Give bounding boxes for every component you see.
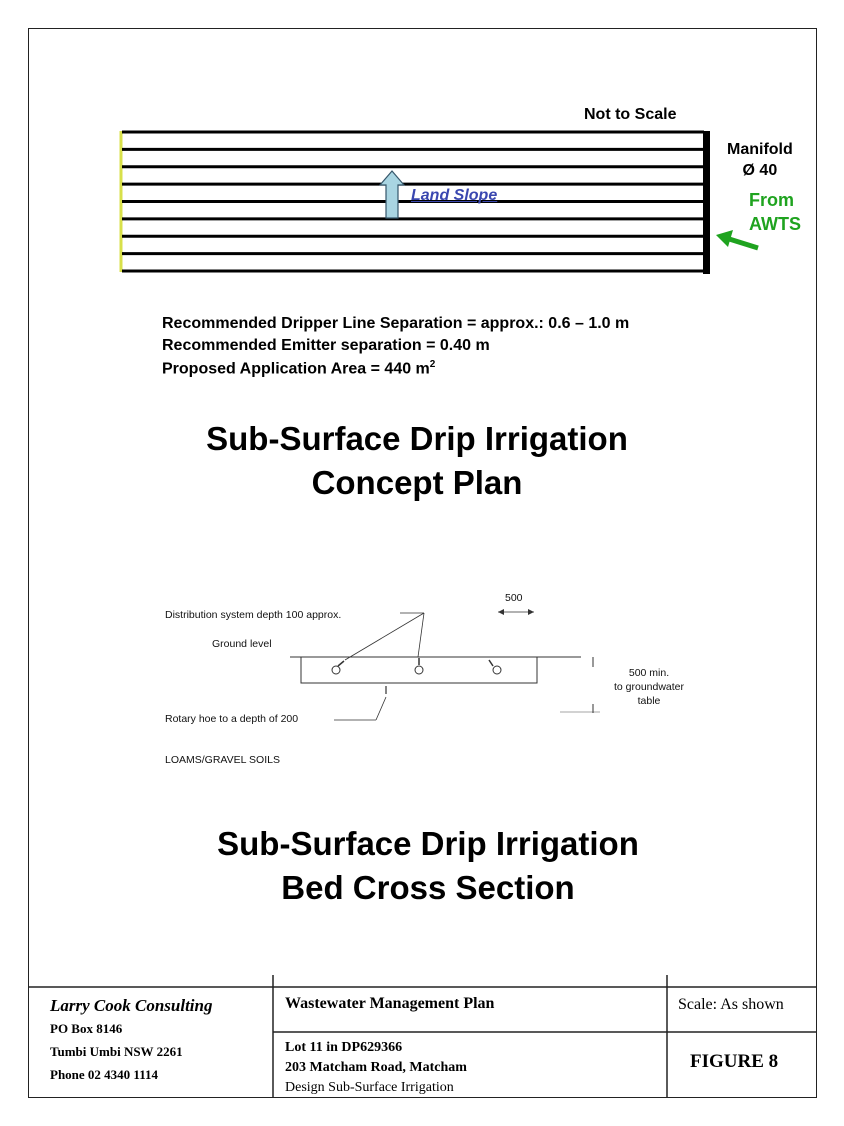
- dripper-pipe: [331, 665, 341, 675]
- design-description: Design Sub-Surface Irrigation: [285, 1080, 454, 1095]
- inlet-arrow: [716, 230, 759, 251]
- concept-title-line2: Concept Plan: [311, 464, 523, 501]
- groundwater-note: 500 min. to groundwater table: [608, 666, 690, 708]
- section-title-line1: Sub-Surface Drip Irrigation: [217, 825, 639, 862]
- cross-section-diagram: [290, 609, 600, 721]
- soil-type-label: LOAMS/GRAVEL SOILS: [165, 754, 280, 766]
- lot-details: Lot 11 in DP629366: [285, 1040, 403, 1055]
- section-title-line2: Bed Cross Section: [281, 869, 575, 906]
- awts-text: AWTS: [749, 214, 801, 234]
- area-unit-superscript: 2: [429, 359, 436, 370]
- site-address: 203 Matcham Road, Matcham: [285, 1060, 467, 1075]
- emitter-separation: Recommended Emitter separation = 0.40 m: [162, 337, 490, 354]
- dripper-pipe: [414, 665, 424, 675]
- title-block-grid: [28, 975, 817, 1098]
- dripper-tick: [488, 659, 494, 667]
- figure-number: FIGURE 8: [690, 1051, 779, 1072]
- manifold-label: Manifold Ø 40: [727, 139, 793, 181]
- company-locality: Tumbi Umbi NSW 2261: [50, 1044, 183, 1059]
- not-to-scale-note: Not to Scale: [584, 106, 677, 123]
- manifold-diameter: Ø 40: [742, 162, 778, 179]
- dripper-tick: [337, 660, 345, 667]
- drawing-frame: [28, 28, 817, 1098]
- leader-line: [417, 612, 425, 658]
- groundwater-note-line1: 500 min.: [628, 667, 670, 679]
- land-slope-arrow: [378, 170, 406, 219]
- distribution-depth-label: Distribution system depth 100 approx.: [165, 609, 342, 621]
- source-label: From AWTS: [749, 188, 801, 236]
- dripper-pipe: [492, 665, 502, 675]
- dripper-line-separation: Recommended Dripper Line Separation = ap…: [162, 315, 630, 332]
- groundwater-note-line2: to groundwater: [613, 681, 685, 693]
- application-area-text: Proposed Application Area = 440 m: [162, 360, 430, 378]
- rotary-hoe-label: Rotary hoe to a depth of 200: [165, 713, 299, 725]
- hoe-leader: [375, 696, 387, 721]
- scale-note: Scale: As shown: [678, 996, 784, 1013]
- concept-title-line1: Sub-Surface Drip Irrigation: [206, 420, 628, 457]
- manifold-label-text: Manifold: [727, 141, 793, 158]
- trench-outline: [300, 656, 538, 684]
- company-name: Larry Cook Consulting: [50, 996, 213, 1015]
- company-po-box: PO Box 8146: [50, 1021, 123, 1036]
- leader-line: [344, 612, 425, 661]
- manifold-bar: [703, 131, 710, 274]
- application-area: Proposed Application Area = 440 m2: [162, 359, 435, 378]
- cross-section-title: Sub-Surface Drip Irrigation Bed Cross Se…: [6, 822, 844, 910]
- spacing-label: 500: [505, 592, 523, 604]
- from-text: From: [749, 190, 794, 210]
- company-phone: Phone 02 4340 1114: [50, 1067, 158, 1082]
- ground-level-label: Ground level: [212, 638, 272, 650]
- groundwater-note-line3: table: [637, 695, 661, 707]
- land-slope-label: Land Slope: [411, 187, 498, 204]
- plan-title: Wastewater Management Plan: [285, 995, 495, 1012]
- irrigation-bed: [119, 130, 710, 274]
- dripper-lines: [122, 130, 704, 273]
- concept-plan-title: Sub-Surface Drip Irrigation Concept Plan: [0, 417, 839, 505]
